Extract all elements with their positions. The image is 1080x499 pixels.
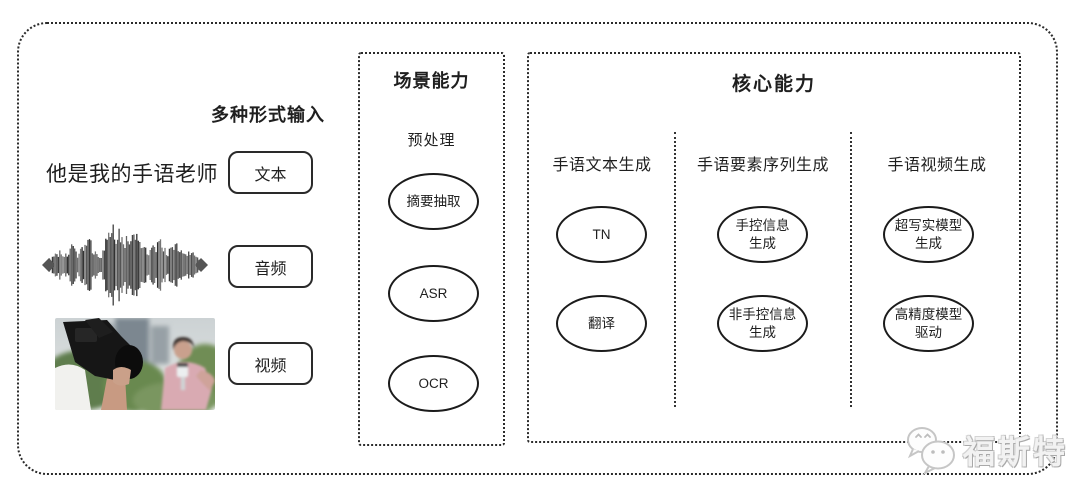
node-translation-label: 翻译 [588,315,615,331]
node-manual-info-generation: 手控信息 生成 [717,206,808,263]
input-section-label: 多种形式输入 [211,105,325,125]
column-divider-2 [850,132,852,407]
node-tn: TN [556,206,647,263]
node-ocr-label: OCR [418,375,449,391]
column-header-sign-video-generation: 手语视频生成 [887,157,987,174]
node-summary-extraction-label: 摘要抽取 [406,193,461,209]
input-type-video-label: 视频 [254,357,287,375]
node-hyperrealistic-model-generation-label: 超写实模型 [894,217,963,233]
input-type-video-box: 视频 [228,342,313,385]
wechat-bubbles-icon [907,427,955,475]
input-type-text-box: 文本 [228,151,313,194]
node-non-manual-info-generation: 非手控信息 生成 [717,295,808,352]
input-type-audio-label: 音频 [254,260,287,278]
column-header-sign-text-generation: 手语文本生成 [552,157,652,174]
node-high-precision-model-driving: 高精度模型 驱动 [883,295,974,352]
node-ocr: OCR [388,355,479,412]
preprocess-label: 预处理 [407,132,456,149]
node-summary-extraction: 摘要抽取 [388,173,479,230]
input-type-text-label: 文本 [254,166,287,184]
sample-sentence-text: 他是我的手语老师 [46,163,218,186]
node-asr-label: ASR [419,285,448,301]
core-capability-title: 核心能力 [731,74,816,95]
column-divider-1 [674,132,676,407]
core-capability-box: 核心能力 手语文本生成 手语要素序列生成 手语视频生成 TN 翻译 手控信息 生… [527,52,1021,443]
outer-dotted-border [17,22,1058,475]
camera-photo-illustration [55,318,215,410]
audio-waveform-icon [42,224,208,306]
scene-capability-title: 场景能力 [393,71,470,91]
input-type-audio-box: 音频 [228,245,313,288]
node-asr: ASR [388,265,479,322]
node-manual-info-generation-label: 手控信息 [735,217,790,233]
column-header-sign-element-sequence-generation: 手语要素序列生成 [696,157,829,174]
node-high-precision-model-driving-label: 高精度模型 [894,306,963,322]
watermark-text: 福斯特 [963,434,1069,470]
node-non-manual-info-generation-label: 非手控信息 [728,306,797,322]
watermark: 福斯特 [903,425,1068,475]
node-translation: 翻译 [556,295,647,352]
reporter-camera-photo [55,318,215,410]
node-hyperrealistic-model-generation: 超写实模型 生成 [883,206,974,263]
scene-capability-box: 场景能力 预处理 摘要抽取 ASR OCR [358,52,505,446]
node-tn-label: TN [592,226,611,242]
